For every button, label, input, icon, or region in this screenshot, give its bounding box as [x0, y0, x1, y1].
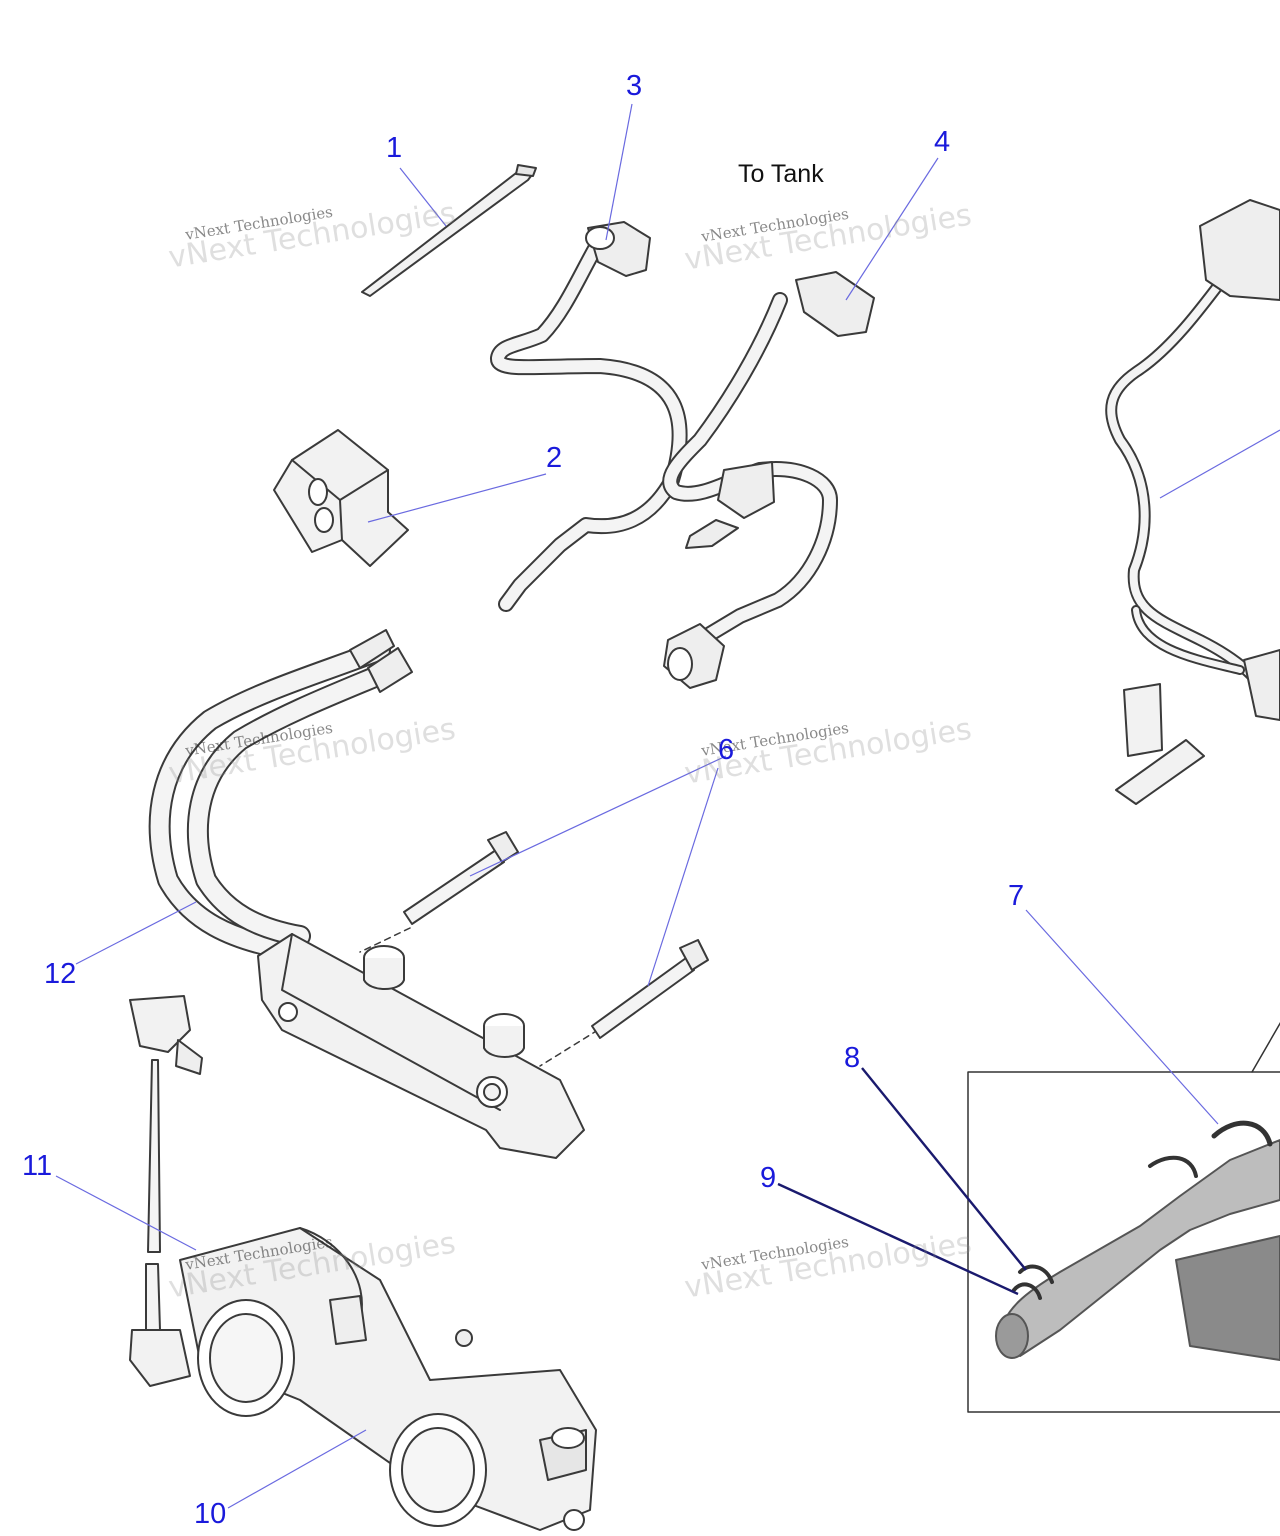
to-tank-note: To Tank [738, 160, 824, 188]
leader-lines [55, 103, 1280, 1509]
leader-6a [469, 755, 727, 877]
leader-harness [1159, 429, 1280, 499]
leader-6b [647, 767, 719, 987]
injector-harness-part [1105, 199, 1280, 805]
leader-9 [777, 1182, 1019, 1296]
injector-detail-part [995, 1120, 1280, 1361]
leader-10 [227, 1429, 367, 1509]
callout-12: 12 [44, 958, 77, 990]
leader-3 [605, 103, 633, 241]
bolt-upper-part [403, 831, 519, 925]
leader-1 [399, 167, 447, 227]
cable-tie-part [361, 164, 537, 297]
fuel-rail-part [257, 927, 599, 1159]
callout-4: 4 [934, 126, 951, 158]
dark-leader-lines [777, 1067, 1027, 1296]
bolt-lower-part [591, 939, 709, 1039]
fuel-hose-4-part [662, 271, 875, 689]
callout-3: 3 [626, 70, 643, 102]
detail-inset-leader [1251, 1021, 1280, 1073]
callout-8: 8 [844, 1042, 861, 1074]
sensor-11-part [129, 995, 203, 1387]
leader-7 [1025, 909, 1219, 1125]
fuel-hose-3-part [490, 221, 688, 612]
callout-11: 11 [22, 1150, 53, 1182]
fuel-rail-hose-12-part [148, 629, 413, 961]
callout-9: 9 [760, 1162, 777, 1194]
leader-4 [845, 157, 939, 301]
leader-8 [861, 1067, 1027, 1271]
leader-2 [367, 473, 547, 523]
callout-7: 7 [1008, 880, 1025, 912]
clip-block-part [273, 429, 409, 567]
leader-11 [55, 1175, 197, 1251]
callout-10: 10 [194, 1498, 227, 1530]
callout-1: 1 [386, 132, 403, 164]
callout-6: 6 [718, 734, 735, 766]
throttle-body-10-part [179, 1227, 597, 1531]
callout-2: 2 [546, 442, 563, 474]
leader-12 [75, 901, 197, 965]
